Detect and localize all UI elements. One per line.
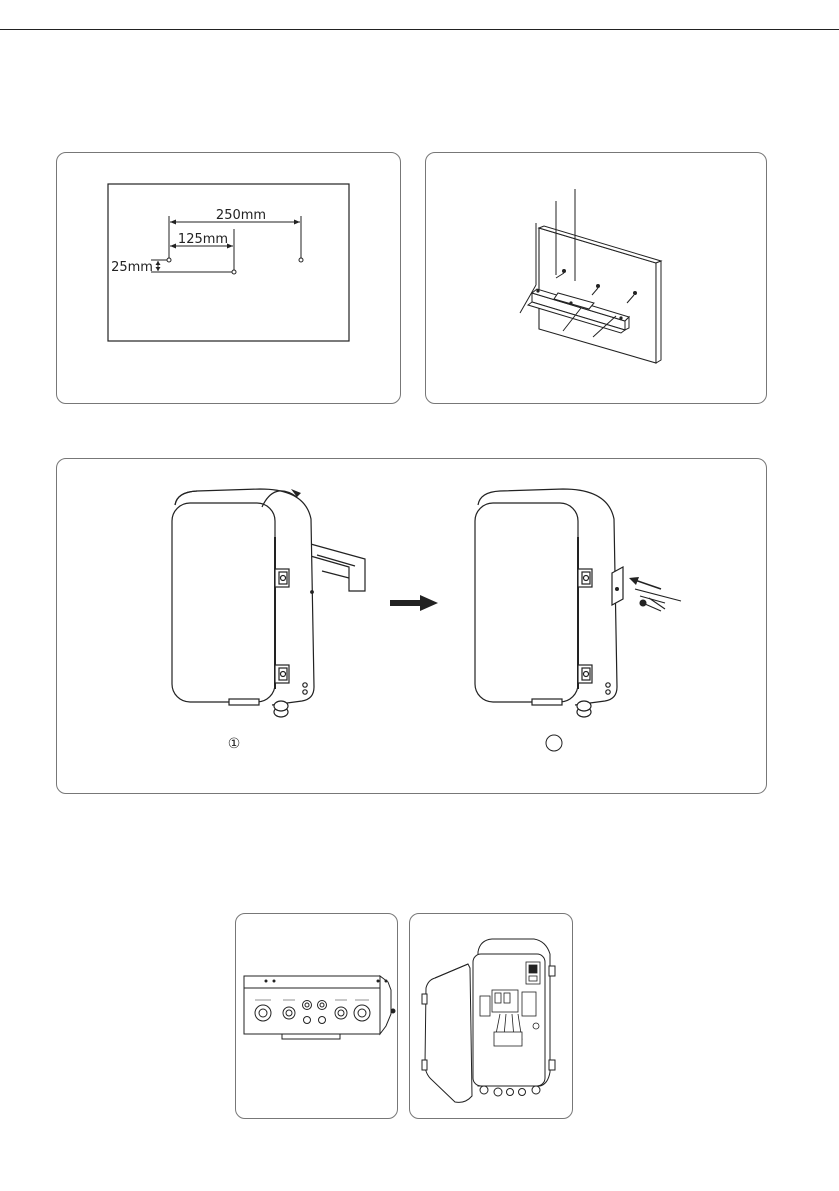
dim-label-250: 250mm	[216, 208, 266, 223]
enclosure-step-1	[172, 489, 365, 717]
drilling-template-panel: 250mm 125mm 25mm	[56, 152, 401, 404]
step-1-label: ①	[228, 736, 241, 752]
hole-middle	[232, 270, 236, 274]
top-rule	[0, 29, 839, 30]
mounting-steps-figure: ①	[57, 459, 767, 794]
step-2-marker	[546, 735, 562, 751]
open-door	[425, 964, 472, 1102]
hole-left	[167, 258, 171, 262]
drilling-template-figure: 250mm 125mm 25mm	[57, 153, 401, 404]
open-enclosure-panel	[409, 913, 573, 1119]
enclosure-step-2	[475, 489, 623, 717]
wall-bracket-panel	[425, 152, 767, 404]
enclosure-top-edge	[244, 976, 380, 988]
dim-label-25: 25mm	[111, 260, 153, 275]
mounting-steps-panel: ①	[56, 458, 767, 794]
bottom-view-panel	[235, 913, 398, 1119]
right-arrow-icon	[390, 595, 438, 611]
wall-bracket-figure	[426, 153, 767, 404]
hole-right	[299, 258, 303, 262]
left-arrow-icon	[629, 577, 681, 601]
bottom-view-figure	[236, 914, 398, 1119]
cable-glands	[480, 1086, 540, 1096]
dim-label-125: 125mm	[178, 232, 228, 247]
screw-insertion	[640, 596, 665, 611]
open-enclosure-figure	[410, 914, 573, 1119]
